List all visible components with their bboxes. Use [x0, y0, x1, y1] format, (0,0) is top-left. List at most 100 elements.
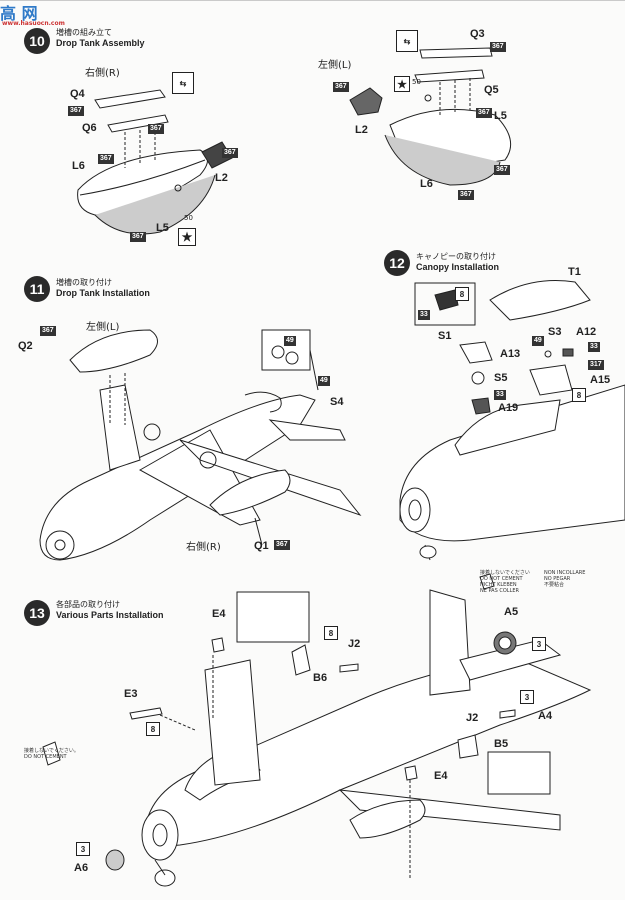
paint-code: 49 [318, 376, 330, 386]
paint-code: 367 [222, 148, 238, 158]
watermark-logo-text: 高 网 [0, 4, 38, 23]
part-label: Q1 [254, 540, 269, 552]
notice-line: DO NOT CEMENT [480, 576, 523, 582]
paint-code: 367 [68, 106, 84, 116]
part-label: L2 [215, 172, 228, 184]
step-13-title: 各部品の取り付け Various Parts Installation [56, 600, 164, 620]
drop-tank-right [349, 47, 512, 186]
part-label: L2 [355, 124, 368, 136]
do-not-cement-notice-right-2: NON INCOLLARE NO PEGAR 不要粘合 [544, 570, 585, 588]
part-label: A13 [500, 348, 521, 360]
paint-code: 367 [274, 540, 290, 550]
step-13-badge: 13 [24, 600, 50, 626]
paint-code: 367 [98, 154, 114, 164]
part-label: A19 [498, 402, 519, 414]
part-label: A12 [576, 326, 597, 338]
part-label: L6 [420, 178, 433, 190]
step-13-title-en: Various Parts Installation [56, 610, 164, 620]
paint-code: 367 [40, 326, 56, 336]
flip-icon: ⇆ [172, 72, 194, 94]
notice-line: NON INCOLLARE [544, 570, 586, 576]
paint-code-box: 3 [76, 842, 90, 856]
step-11-title-jp: 増槽の取り付け [56, 278, 112, 287]
part-label: J2 [348, 638, 361, 650]
step-11-badge: 11 [24, 276, 50, 302]
notice-line: 接着しないでください。 [24, 748, 79, 754]
part-label: Q4 [70, 88, 85, 100]
paint-code: 33 [418, 310, 430, 320]
star-insignia-icon: ★ [394, 76, 410, 92]
part-label: A5 [504, 606, 519, 618]
notice-line: NO PEGAR [544, 576, 571, 582]
paint-code: 367 [148, 124, 164, 134]
step-10-title: 増槽の組み立て Drop Tank Assembly [56, 28, 145, 48]
paint-code: 367 [490, 42, 506, 52]
notice-line: DO NOT CEMENT [24, 754, 67, 760]
paint-code-box: 8 [572, 388, 586, 402]
star-insignia-icon: ★ [178, 228, 196, 246]
watermark-url: www.hasuocn.com [2, 20, 65, 27]
side-label-left: 左側(L) [86, 322, 120, 333]
part-label: B5 [494, 738, 509, 750]
paint-code-box: 8 [324, 626, 338, 640]
notice-line: 不要粘合 [544, 582, 565, 588]
decal-number: 50 [412, 78, 421, 86]
drop-tank-left [77, 89, 233, 235]
part-label: T1 [568, 266, 581, 278]
step-11-title-en: Drop Tank Installation [56, 288, 150, 298]
paint-code: 33 [494, 390, 506, 400]
step-12-title-jp: キャノピーの取り付け [416, 252, 496, 261]
part-label: Q5 [484, 84, 499, 96]
part-label: S1 [438, 330, 452, 342]
paint-code-box: 3 [520, 690, 534, 704]
watermark-logo: 高 网 www.hasuocn.com [0, 0, 65, 27]
part-label: A4 [538, 710, 553, 722]
step-11-title: 増槽の取り付け Drop Tank Installation [56, 278, 150, 298]
step-10-title-en: Drop Tank Assembly [56, 38, 145, 48]
part-label: A15 [590, 374, 611, 386]
part-label: A6 [74, 862, 89, 874]
part-label: S5 [494, 372, 508, 384]
paint-code: 367 [476, 108, 492, 118]
part-label: B6 [313, 672, 328, 684]
part-label: L5 [494, 110, 507, 122]
part-label: E4 [212, 608, 226, 620]
part-label: Q6 [82, 122, 97, 134]
step-12-badge: 12 [384, 250, 410, 276]
step-10-badge: 10 [24, 28, 50, 54]
do-not-cement-notice-left: 接着しないでください。 DO NOT CEMENT [24, 748, 79, 760]
part-label: E3 [124, 688, 138, 700]
side-label-left: 左側(L) [318, 60, 352, 71]
paint-code: 49 [532, 336, 544, 346]
paint-code: 367 [458, 190, 474, 200]
paint-code: 367 [494, 165, 510, 175]
part-label: Q2 [18, 340, 33, 352]
notice-line: 接着しないでください [480, 570, 530, 576]
step-12-title: キャノピーの取り付け Canopy Installation [416, 252, 499, 272]
part-label: Q3 [470, 28, 485, 40]
flip-icon: ⇆ [396, 30, 418, 52]
part-label: L6 [72, 160, 85, 172]
paint-code: 49 [284, 336, 296, 346]
paint-code-box: 8 [455, 287, 469, 301]
side-label-right: 右側(R) [186, 542, 221, 553]
step-13-title-jp: 各部品の取り付け [56, 600, 120, 609]
paint-code: 367 [130, 232, 146, 242]
part-label: L5 [156, 222, 169, 234]
paint-code: 33 [588, 342, 600, 352]
side-label-right: 右側(R) [85, 68, 120, 79]
paint-code: 367 [333, 82, 349, 92]
do-not-cement-notice-right: 接着しないでください DO NOT CEMENT NICHT KLEBEN NE… [480, 570, 530, 594]
paint-code-box: 3 [532, 637, 546, 651]
decal-number: 50 [184, 214, 193, 222]
part-label: S3 [548, 326, 562, 338]
step-12-title-en: Canopy Installation [416, 262, 500, 272]
aircraft-main [42, 573, 592, 887]
aircraft-underside [39, 329, 362, 561]
notice-line: NE PAS COLLER [480, 588, 519, 594]
canopy-nose [399, 279, 625, 561]
step-10-title-jp: 増槽の組み立て [56, 28, 112, 37]
part-label: J2 [466, 712, 479, 724]
